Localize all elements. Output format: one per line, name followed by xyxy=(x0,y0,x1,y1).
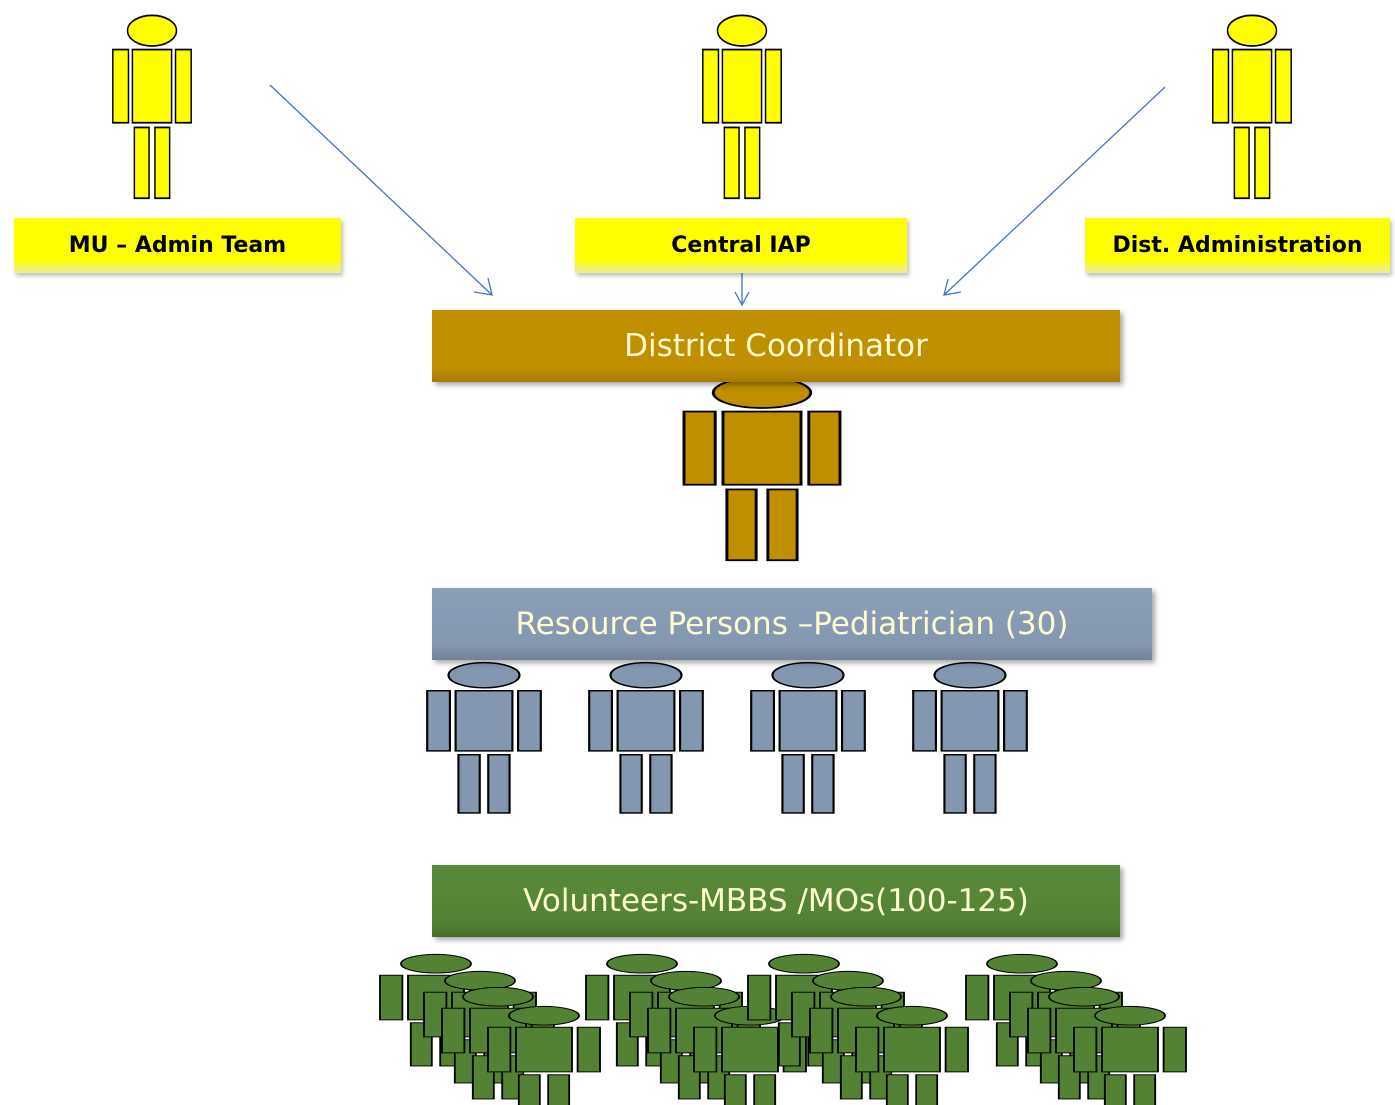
volunteer-group xyxy=(747,953,969,1105)
volunteer-group xyxy=(379,953,601,1105)
person-icon xyxy=(912,661,1028,815)
resource-persons-banner: Resource Persons –Pediatrician (30) xyxy=(432,588,1152,660)
mu-admin-team-label: MU – Admin Team xyxy=(14,218,341,273)
person-icon xyxy=(701,14,783,200)
person-icon xyxy=(426,661,542,815)
volunteer-group xyxy=(965,953,1187,1105)
volunteers-banner: Volunteers-MBBS /MOs(100-125) xyxy=(432,865,1120,937)
person-icon xyxy=(111,14,193,200)
arrow-icon xyxy=(269,84,493,296)
district-coordinator-banner: District Coordinator xyxy=(432,310,1120,382)
person-icon xyxy=(588,661,704,815)
dist-administration-label: Dist. Administration xyxy=(1085,218,1390,273)
volunteer-group xyxy=(585,953,807,1105)
arrow-icon xyxy=(943,86,1166,296)
person-icon xyxy=(750,661,866,815)
person-icon xyxy=(1211,14,1293,200)
arrow-icon xyxy=(734,272,750,307)
central-iap-label: Central IAP xyxy=(575,218,907,273)
person-icon xyxy=(682,375,842,562)
